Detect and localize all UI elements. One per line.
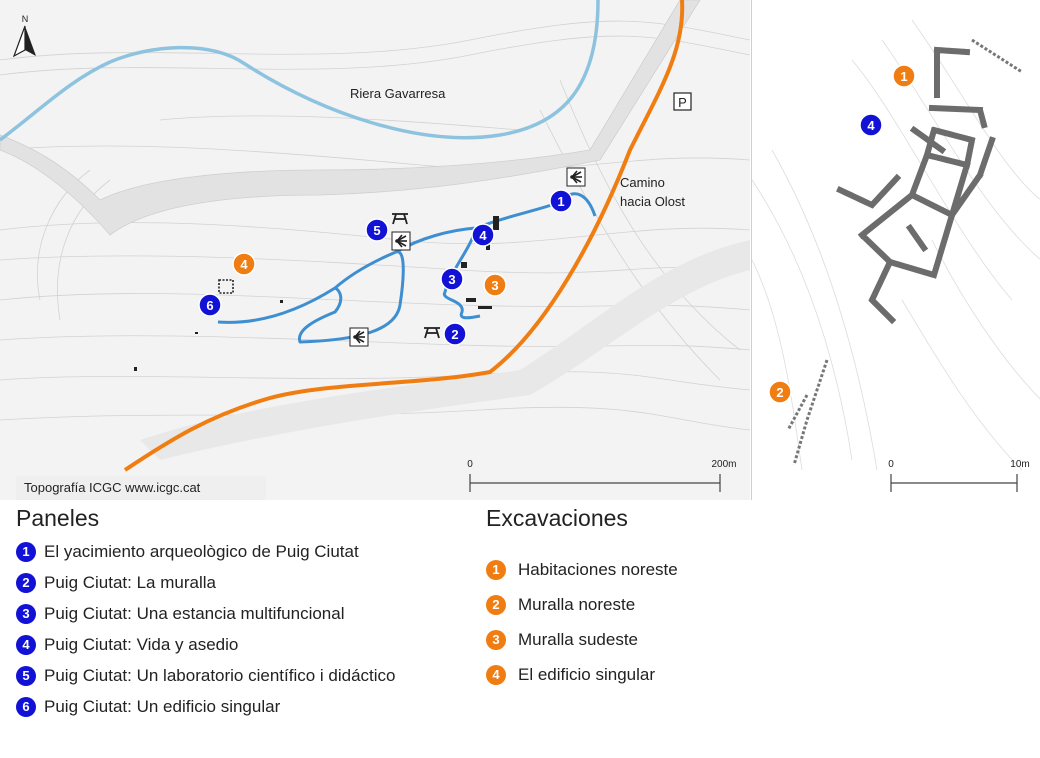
panel-legend-label: Puig Ciutat: Un edificio singular: [44, 696, 281, 716]
building-icon: [218, 279, 234, 294]
panel-legend-label: Puig Ciutat: Vida y asedio: [44, 634, 239, 654]
panel-legend-label: El yacimiento arqueològico de Puig Ciuta…: [44, 541, 359, 561]
inset-excavation-marker-1[interactable]: 1: [892, 64, 916, 88]
topography-credit: Topografía ICGC www.icgc.cat: [16, 476, 266, 500]
inset-scale-bar: 0 10m: [888, 459, 1030, 492]
ridge-band: [0, 0, 701, 236]
excavation-marker-3[interactable]: 3: [483, 273, 507, 297]
panel-legend-label: Puig Ciutat: Una estancia multifuncional: [44, 603, 345, 623]
north-arrow-icon: N: [12, 14, 36, 58]
map-scale-start: 0: [467, 459, 473, 470]
viewpoint-icon[interactable]: [349, 327, 369, 347]
lower-slope-band: [140, 240, 750, 460]
panel-legend-item[interactable]: 2 Puig Ciutat: La muralla: [16, 567, 396, 598]
svg-text:4: 4: [240, 257, 248, 272]
road-olost[interactable]: [123, 0, 685, 472]
panel-legend-item[interactable]: 3 Puig Ciutat: Una estancia multifunciona…: [16, 598, 396, 629]
excavation-badge: 4: [486, 664, 506, 685]
panel-legend-item[interactable]: 1 El yacimiento arqueològico de Puig Ciut…: [16, 536, 396, 567]
inset-canvas: 1 2 4 0 10m: [752, 19, 1040, 492]
svg-text:3: 3: [448, 272, 455, 287]
excavation-legend-item[interactable]: 3 Muralla sudeste: [486, 622, 678, 657]
excavation-badge: 3: [486, 629, 506, 650]
panel-badge: 6: [16, 696, 36, 717]
inset-scale-end: 10m: [1010, 459, 1029, 470]
viewpoint-icon[interactable]: [391, 231, 411, 251]
paneles-title: Paneles: [16, 505, 100, 531]
excavation-legend-item[interactable]: 4 El edificio singular: [486, 657, 678, 692]
inset-scale-start: 0: [888, 459, 894, 470]
site-map[interactable]: N Riera Gavarresa P Camino hacia Olost: [0, 0, 750, 500]
excavation-marker-4[interactable]: 4: [232, 252, 256, 276]
panel-marker-5[interactable]: 5: [365, 218, 389, 242]
inset-panel-marker-4[interactable]: 4: [859, 113, 883, 137]
svg-text:4: 4: [867, 118, 875, 133]
picnic-table-icon[interactable]: [424, 327, 440, 339]
north-wall: [786, 38, 1023, 466]
panel-marker-6[interactable]: 6: [198, 293, 222, 317]
excavation-badge: 1: [486, 559, 506, 580]
excavation-legend-item[interactable]: 1 Habitaciones noreste: [486, 552, 678, 587]
excavation-plan-inset[interactable]: 1 2 4 0 10m: [751, 0, 1040, 500]
parking-icon[interactable]: P: [673, 92, 692, 111]
excavaciones-list: 1 Habitaciones noreste 2 Muralla noreste 3…: [486, 552, 678, 692]
map-scale-end: 200m: [711, 459, 736, 470]
svg-text:2: 2: [451, 327, 458, 342]
panel-legend-item[interactable]: 5 Puig Ciutat: Un laboratorio científico …: [16, 660, 396, 691]
excavated-walls: [836, 46, 996, 325]
river-label: Riera Gavarresa: [350, 86, 446, 101]
inset-excavation-marker-2[interactable]: 2: [768, 380, 792, 404]
paneles-list: 1 El yacimiento arqueològico de Puig Ciut…: [16, 536, 396, 722]
svg-text:1: 1: [900, 69, 907, 84]
road-label-line2: hacia Olost: [620, 194, 685, 209]
parking-label: P: [678, 95, 687, 110]
excavaciones-title: Excavaciones: [486, 505, 628, 531]
panel-badge: 1: [16, 541, 36, 562]
excavation-badge: 2: [486, 594, 506, 615]
road-label-line1: Camino: [620, 175, 665, 190]
viewpoint-icon[interactable]: [566, 167, 586, 187]
river-riera-gavarresa: [0, 0, 600, 142]
svg-text:5: 5: [373, 223, 380, 238]
panel-badge: 4: [16, 634, 36, 655]
svg-text:2: 2: [776, 385, 783, 400]
picnic-table-icon[interactable]: [392, 213, 408, 225]
north-label: N: [22, 14, 29, 24]
panel-legend-item[interactable]: 4 Puig Ciutat: Vida y asedio: [16, 629, 396, 660]
excavation-legend-label: Muralla noreste: [518, 594, 636, 614]
svg-text:6: 6: [206, 298, 213, 313]
svg-text:3: 3: [491, 278, 498, 293]
panel-legend-item[interactable]: 6 Puig Ciutat: Un edificio singular: [16, 691, 396, 722]
map-scale-bar: 0 200m: [467, 459, 737, 492]
excavation-legend-item[interactable]: 2 Muralla noreste: [486, 587, 678, 622]
panel-badge: 3: [16, 603, 36, 624]
excavation-legend-label: El edificio singular: [518, 664, 656, 684]
contour-lines: [0, 20, 750, 431]
panel-badge: 5: [16, 665, 36, 686]
svg-text:4: 4: [479, 228, 487, 243]
inset-contour-lines: [752, 19, 1040, 471]
panel-marker-4[interactable]: 4: [471, 223, 495, 247]
excavation-legend-label: Habitaciones noreste: [518, 559, 678, 579]
map-canvas: N Riera Gavarresa P Camino hacia Olost: [0, 0, 750, 492]
panel-marker-3[interactable]: 3: [440, 267, 464, 291]
panel-legend-label: Puig Ciutat: La muralla: [44, 572, 216, 592]
panel-badge: 2: [16, 572, 36, 593]
panel-marker-2[interactable]: 2: [443, 322, 467, 346]
panel-legend-label: Puig Ciutat: Un laboratorio científico i…: [44, 665, 396, 685]
svg-text:1: 1: [557, 194, 564, 209]
excavation-legend-label: Muralla sudeste: [518, 629, 639, 649]
panel-marker-1[interactable]: 1: [549, 189, 573, 213]
